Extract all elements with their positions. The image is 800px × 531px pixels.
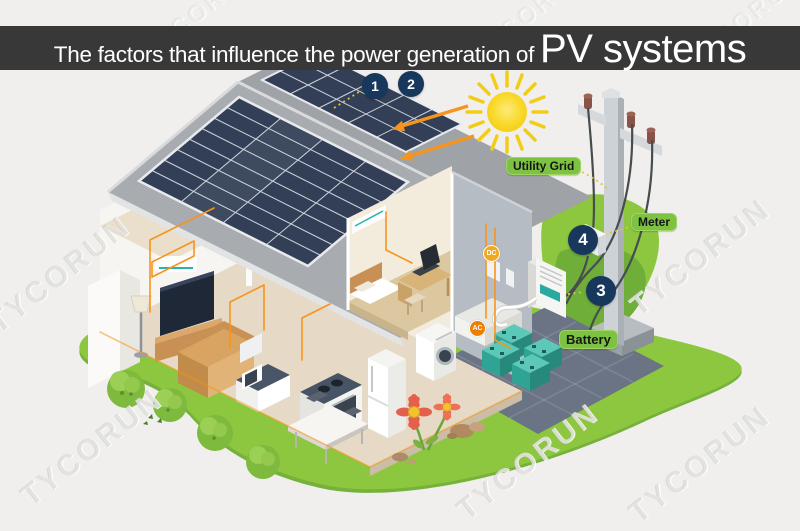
title-prefix: The factors that influence the power gen… xyxy=(53,42,541,67)
battery-bank xyxy=(482,324,562,391)
marker-4: 4 xyxy=(568,225,598,255)
callout-battery: Battery xyxy=(559,330,618,349)
marker-1: 1 xyxy=(362,73,388,99)
battery-cell xyxy=(482,324,562,391)
solar-panel-main xyxy=(136,95,411,268)
flowers xyxy=(396,393,461,451)
sunlight-arrows xyxy=(392,104,475,161)
title-banner: The factors that influence the power gen… xyxy=(0,26,800,71)
marker-2: 2 xyxy=(398,71,424,97)
sun-icon xyxy=(465,70,549,154)
marker-3: 3 xyxy=(586,276,616,306)
rocks xyxy=(392,422,485,465)
callout-leaders xyxy=(333,89,634,295)
callout-utility-grid: Utility Grid xyxy=(506,157,582,175)
bushes xyxy=(107,370,280,479)
ac-badge: AC xyxy=(469,320,486,337)
washing-machine xyxy=(416,323,456,381)
title-highlight: PV systems xyxy=(540,27,747,71)
dc-badge: DC xyxy=(483,245,500,262)
kitchen xyxy=(236,333,406,464)
scene-illustration xyxy=(79,50,742,493)
callout-meter: Meter xyxy=(631,213,678,231)
living-room xyxy=(130,256,254,398)
